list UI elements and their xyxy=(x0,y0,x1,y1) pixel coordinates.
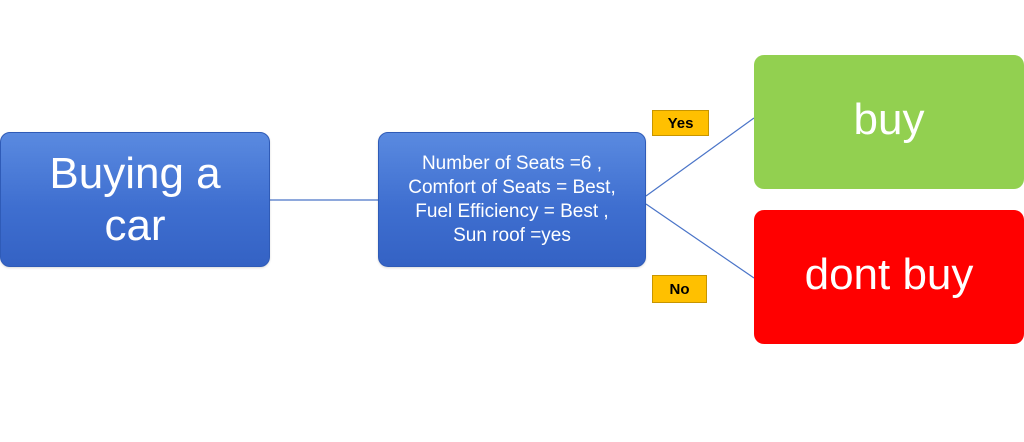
dont-buy-outcome-label: dont buy xyxy=(804,250,974,299)
no-edge-label: No xyxy=(652,275,707,303)
root-node: Buying a car xyxy=(0,132,270,267)
yes-edge-label: Yes xyxy=(652,110,709,136)
condition-line-fuel: Fuel Efficiency = Best , xyxy=(415,200,609,222)
root-node-label: Buying a car xyxy=(49,148,221,250)
buy-outcome-node: buy xyxy=(754,55,1024,189)
condition-line-comfort: Comfort of Seats = Best, xyxy=(408,176,616,198)
connector-condition-to-dont-buy xyxy=(645,203,755,279)
no-label-text: No xyxy=(669,280,690,298)
condition-line-seats: Number of Seats =6 , xyxy=(421,152,603,174)
buy-outcome-label: buy xyxy=(853,95,925,144)
yes-label-text: Yes xyxy=(667,114,694,132)
dont-buy-outcome-node: dont buy xyxy=(754,210,1024,344)
condition-line-sunroof: Sun roof =yes xyxy=(453,224,571,246)
condition-node: Number of Seats =6 , Comfort of Seats = … xyxy=(378,132,646,267)
condition-text: Number of Seats =6 , Comfort of Seats = … xyxy=(408,152,616,248)
